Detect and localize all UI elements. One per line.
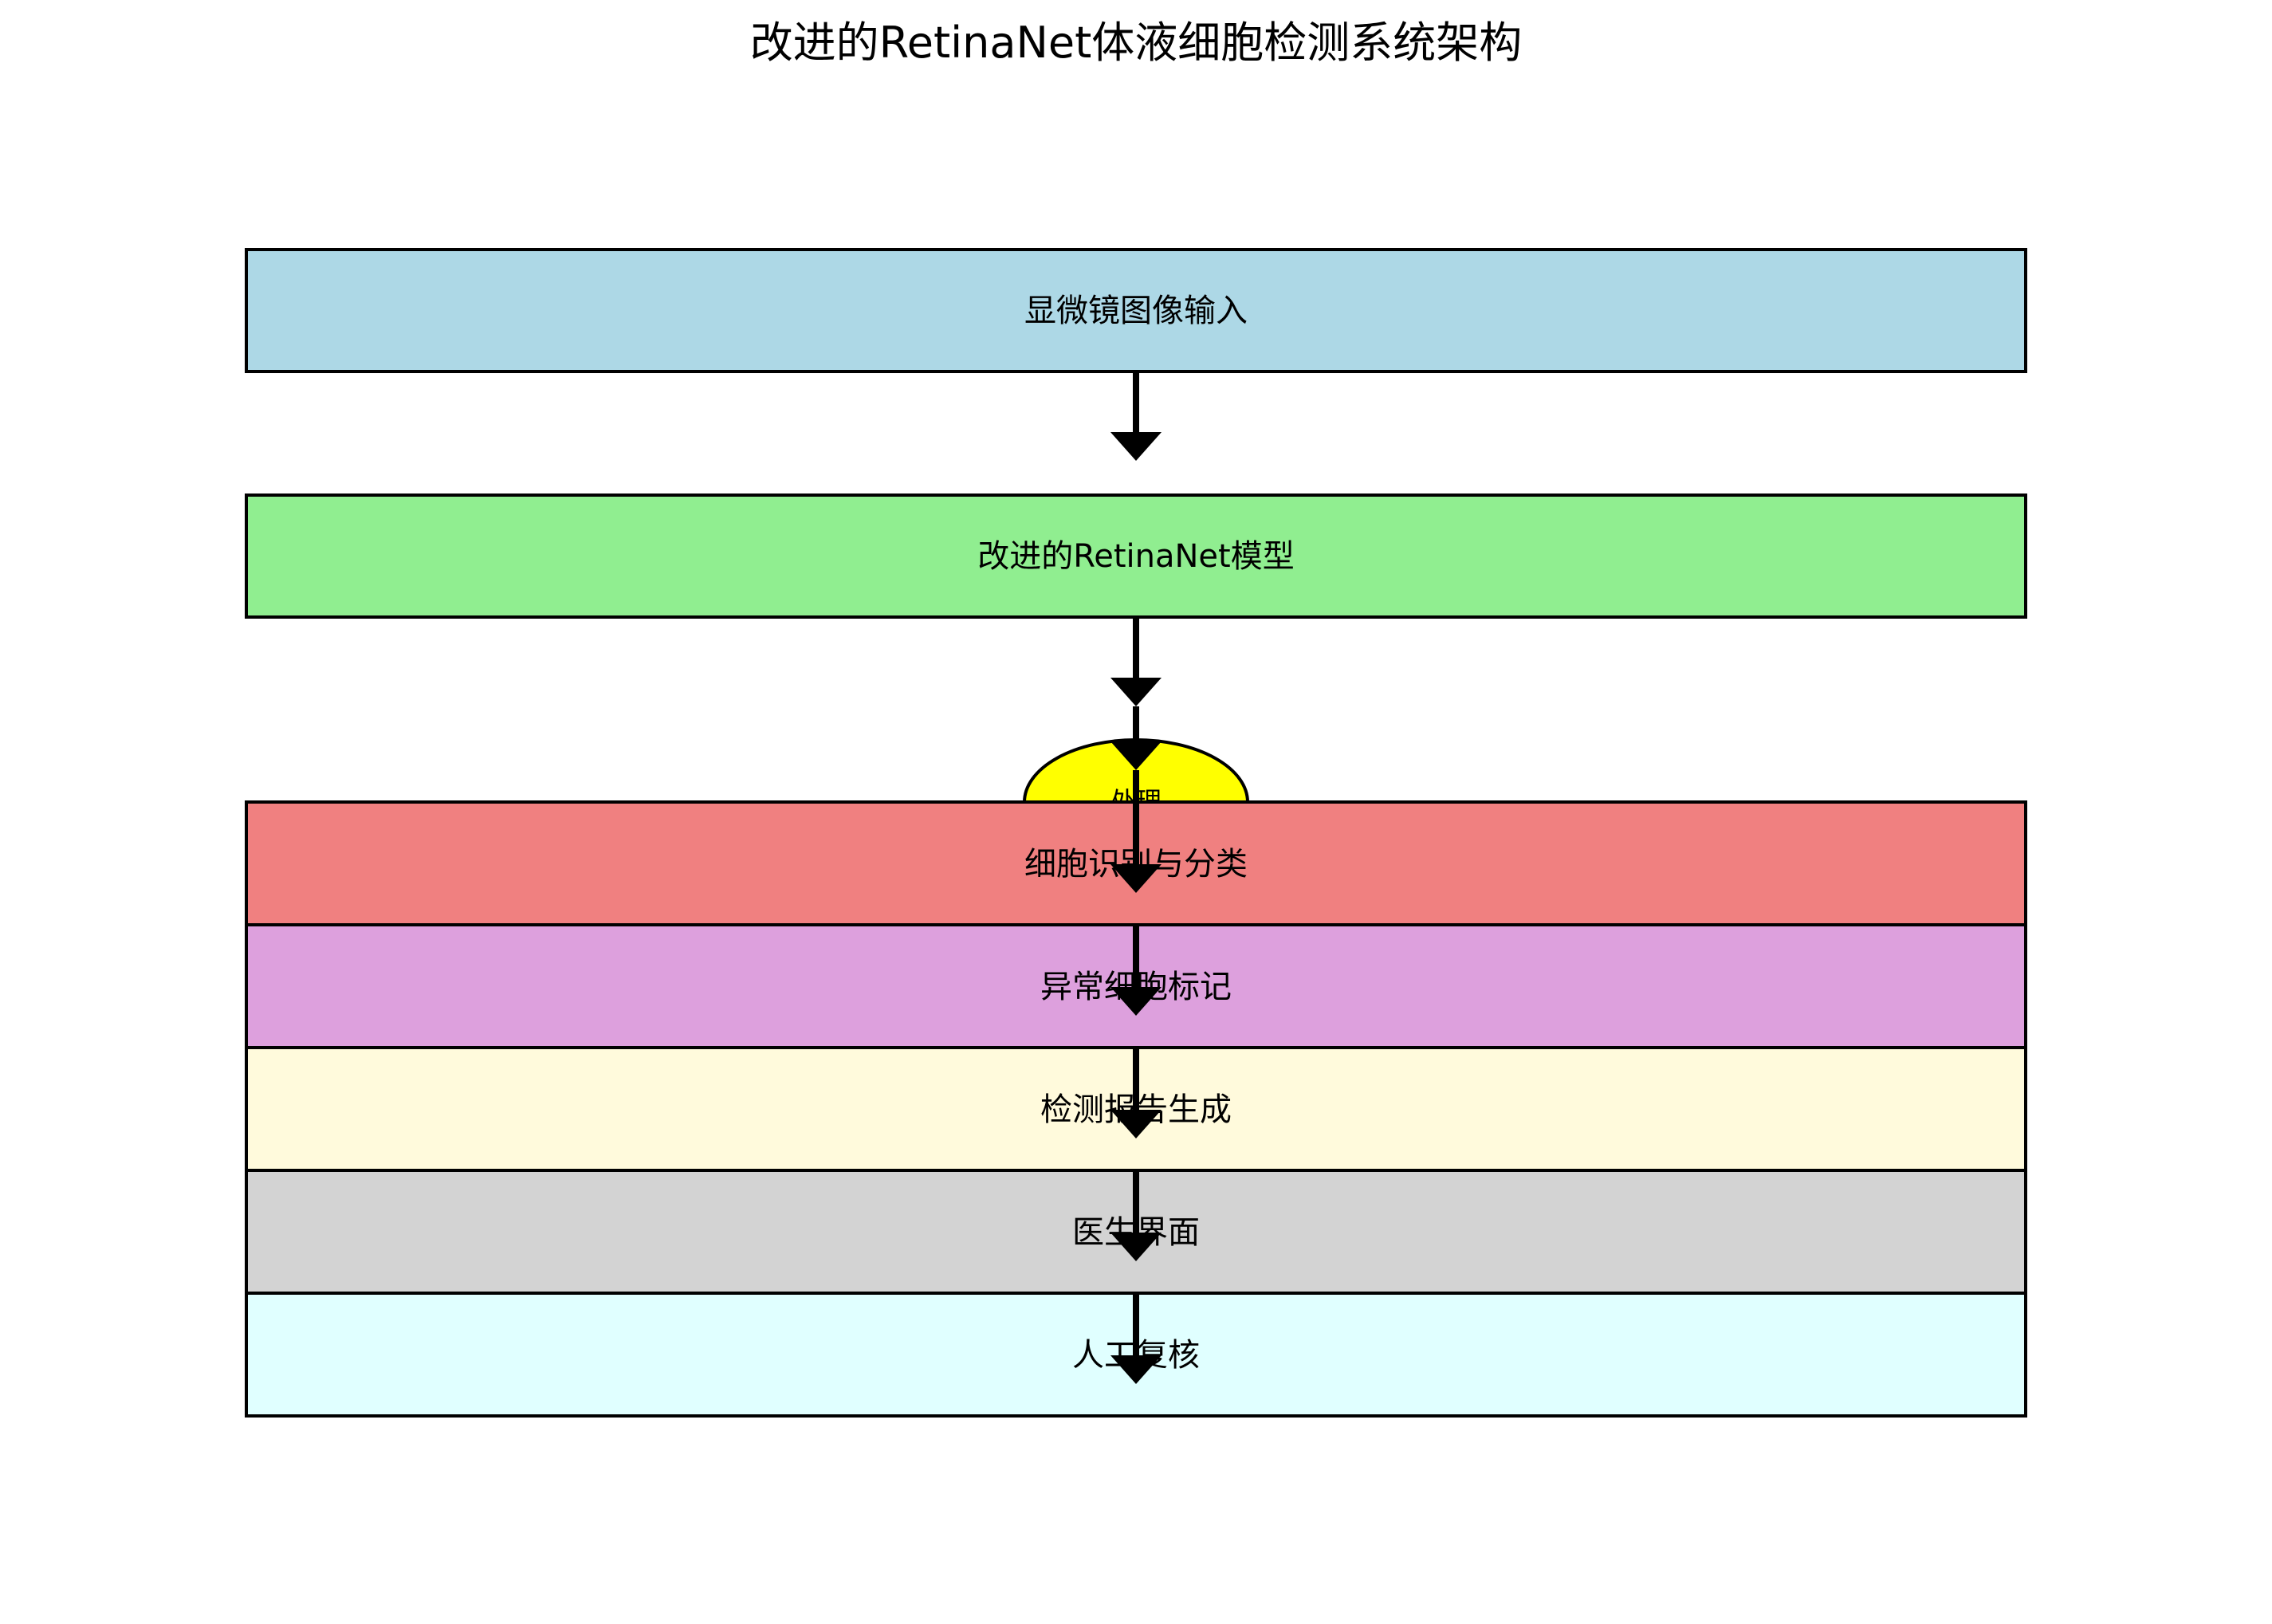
stage-box-image-input-label: 显微镜图像输入: [1024, 293, 1248, 329]
arrow-interface-to-review: [1110, 1293, 1162, 1384]
stage-box-image-input-rect: [245, 248, 2027, 373]
stage-box-image-input: 显微镜图像输入: [245, 248, 2027, 373]
stage-box-retinanet-model-rect: [245, 493, 2027, 619]
arrow-marking-to-report: [1110, 1048, 1162, 1138]
stage-box-retinanet-model: 改进的RetinaNet模型: [245, 493, 2027, 619]
arrow-input-to-model: [1110, 372, 1162, 461]
arrow-model-to-process: [1110, 617, 1162, 706]
arrow-process-to-classification: [1110, 770, 1162, 893]
arrow-into-process-node: [1110, 706, 1162, 770]
arrow-classification-to-marking: [1110, 925, 1162, 1016]
arrow-report-to-interface: [1110, 1170, 1162, 1261]
stage-box-retinanet-model-label: 改进的RetinaNet模型: [977, 538, 1294, 575]
diagram-title: 改进的RetinaNet体液细胞检测系统架构: [750, 18, 1523, 68]
